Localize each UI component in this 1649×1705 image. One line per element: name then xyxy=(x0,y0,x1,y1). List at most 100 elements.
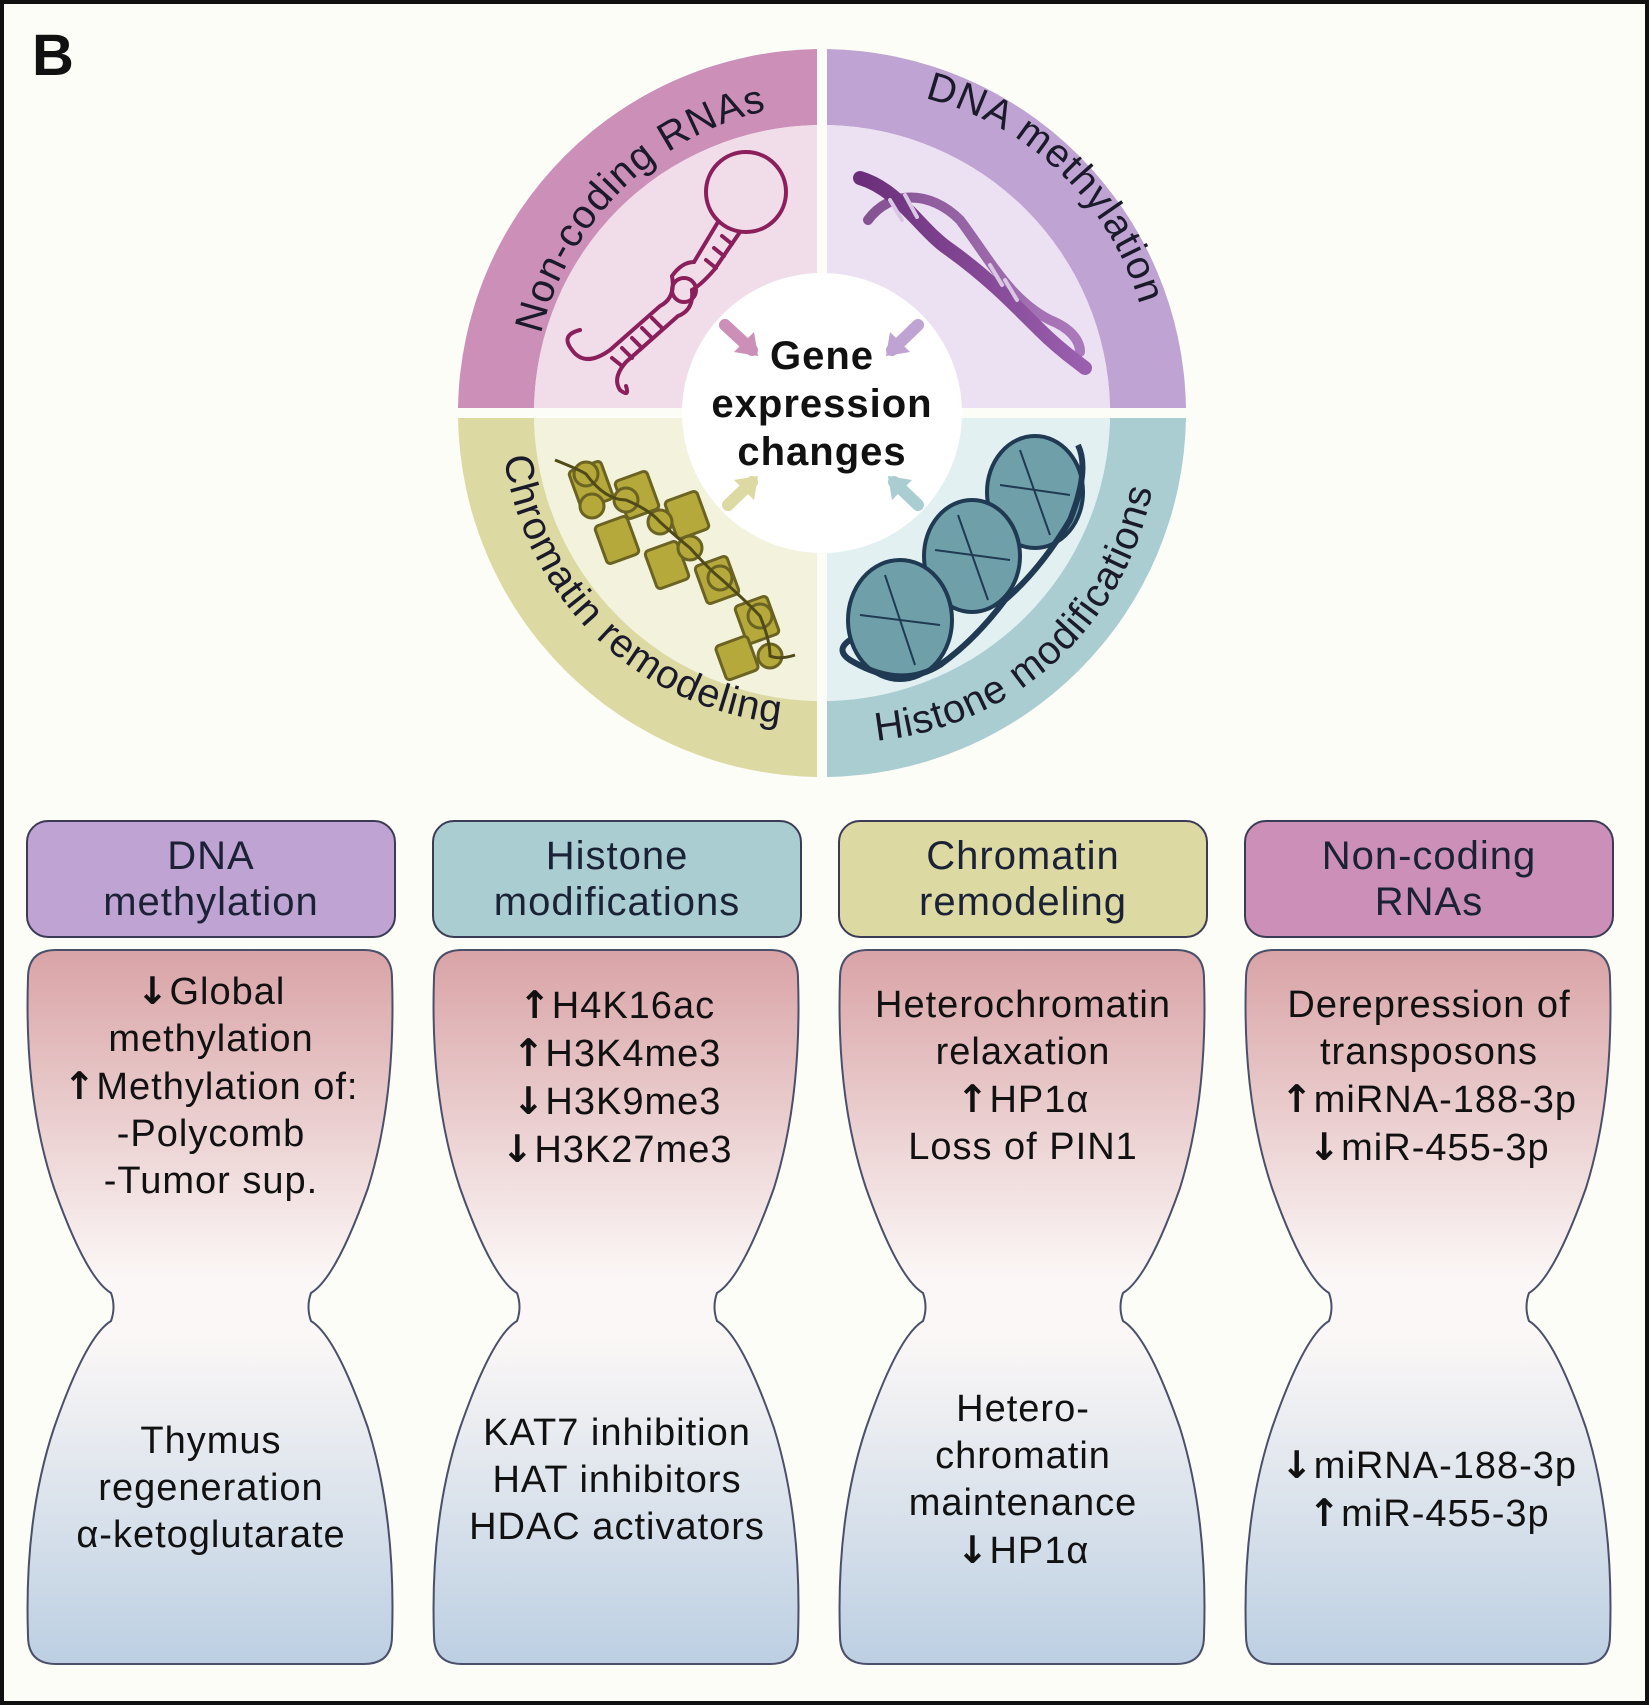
list-item-text: miR-455-3p xyxy=(1341,1127,1550,1169)
list-item-text: H3K27me3 xyxy=(534,1129,733,1171)
interventions-list: ↓miRNA-188-3p↑miR-455-3p xyxy=(1244,1442,1614,1538)
up-arrow-icon: ↑ xyxy=(1280,1077,1314,1121)
column-header-line: Histone xyxy=(545,834,689,878)
list-item: HAT inhibitors xyxy=(432,1457,802,1504)
list-item-text: HP1α xyxy=(989,1530,1090,1572)
ring-segment-dnameth xyxy=(827,49,1186,408)
chromatin-icon xyxy=(554,458,796,682)
list-item: ↓H3K27me3 xyxy=(432,1126,802,1174)
list-item-text: methylation xyxy=(108,1018,314,1060)
list-item: Loss of PIN1 xyxy=(838,1124,1208,1171)
column-header-line: remodeling xyxy=(919,880,1127,924)
list-item: ↓HP1α xyxy=(838,1527,1208,1575)
panel-label: B xyxy=(32,23,74,88)
list-item-text: H3K4me3 xyxy=(545,1033,722,1075)
list-item: ↓miRNA-188-3p xyxy=(1244,1442,1614,1490)
down-arrow-icon: ↓ xyxy=(512,1079,546,1123)
list-item-text: KAT7 inhibition xyxy=(483,1412,751,1454)
list-item: maintenance xyxy=(838,1480,1208,1527)
list-item: HDAC activators xyxy=(432,1504,802,1551)
column-header-line: RNAs xyxy=(1374,880,1484,924)
list-item-text: Hetero- xyxy=(956,1388,1090,1430)
epigenetic-wheel: Non-coding RNAs DNA methylation Chromati… xyxy=(458,49,1186,777)
list-item: ↑H3K4me3 xyxy=(432,1030,802,1078)
down-arrow-icon: ↓ xyxy=(1280,1443,1314,1487)
list-item-text: Thymus xyxy=(140,1420,282,1462)
list-item-text: regeneration xyxy=(98,1467,324,1509)
list-item: ↑miRNA-188-3p xyxy=(1244,1076,1614,1124)
ring-segment-noncoding xyxy=(458,49,817,408)
down-arrow-icon: ↓ xyxy=(956,1528,990,1572)
list-item-text: H3K9me3 xyxy=(545,1081,722,1123)
column-header-line: Chromatin xyxy=(926,834,1120,878)
ring-segment-chromatin xyxy=(458,418,817,777)
column-header-line: Non-coding xyxy=(1321,834,1537,878)
list-item: Hetero- xyxy=(838,1386,1208,1433)
list-item: ↑miR-455-3p xyxy=(1244,1490,1614,1538)
list-item: ↑H4K16ac xyxy=(432,982,802,1030)
up-arrow-icon: ↑ xyxy=(956,1077,990,1121)
up-arrow-icon: ↑ xyxy=(63,1064,97,1108)
list-item: transposons xyxy=(1244,1029,1614,1076)
list-item-text: Methylation of: xyxy=(96,1066,359,1108)
list-item-text: HDAC activators xyxy=(469,1506,765,1548)
rna-hairpin-icon xyxy=(565,150,788,396)
list-item-text: H4K16ac xyxy=(551,985,716,1027)
hourglass-shape xyxy=(432,949,800,1665)
list-item-text: HP1α xyxy=(989,1079,1090,1121)
list-item: chromatin xyxy=(838,1433,1208,1480)
down-arrow-icon: ↓ xyxy=(136,969,170,1013)
list-item-text: Derepression of xyxy=(1287,984,1571,1026)
list-item-text: miRNA-188-3p xyxy=(1313,1445,1578,1487)
list-item: ↓miR-455-3p xyxy=(1244,1124,1614,1172)
arrow-from-chromatin-icon xyxy=(722,476,758,511)
down-arrow-icon: ↓ xyxy=(1308,1125,1342,1169)
interventions-list: Thymus regeneration α-ketoglutarate xyxy=(26,1418,396,1559)
list-item: Derepression of xyxy=(1244,982,1614,1029)
list-item: -Polycomb xyxy=(26,1111,396,1158)
list-item: ↓Global xyxy=(26,968,396,1016)
column-header-line: methylation xyxy=(103,880,319,924)
list-item: regeneration xyxy=(26,1465,396,1512)
aging-changes-list: ↑H4K16ac↑H3K4me3↓H3K9me3↓H3K27me3 xyxy=(432,982,802,1174)
list-item-text: transposons xyxy=(1319,1031,1538,1073)
list-item: KAT7 inhibition xyxy=(432,1410,802,1457)
center-line: changes xyxy=(737,430,907,474)
list-item: ↓H3K9me3 xyxy=(432,1078,802,1126)
column-header-line: modifications xyxy=(493,880,741,924)
list-item-text: α-ketoglutarate xyxy=(76,1514,346,1556)
center-label: Gene expression changes xyxy=(682,332,962,476)
list-item-text: HAT inhibitors xyxy=(492,1459,742,1501)
list-item: methylation xyxy=(26,1016,396,1063)
down-arrow-icon: ↓ xyxy=(501,1127,535,1171)
hourglass-shape xyxy=(26,949,394,1665)
arrow-from-histone-icon xyxy=(888,476,924,511)
up-arrow-icon: ↑ xyxy=(518,983,552,1027)
list-item: ↑Methylation of: xyxy=(26,1063,396,1111)
list-item-text: miR-455-3p xyxy=(1341,1493,1550,1535)
aging-changes-list: Derepression of transposons↑miRNA-188-3p↓… xyxy=(1244,982,1614,1172)
list-item-text: Heterochromatin xyxy=(875,984,1171,1026)
list-item: Thymus xyxy=(26,1418,396,1465)
ring-segment-histone xyxy=(827,418,1186,777)
list-item-text: maintenance xyxy=(908,1482,1138,1524)
list-item-text: miRNA-188-3p xyxy=(1313,1079,1578,1121)
center-line: Gene xyxy=(769,334,875,378)
up-arrow-icon: ↑ xyxy=(1308,1491,1342,1535)
column-header-line: DNA xyxy=(167,834,255,878)
list-item-text: Global xyxy=(169,971,286,1013)
list-item: Heterochromatin xyxy=(838,982,1208,1029)
list-item: ↑HP1α xyxy=(838,1076,1208,1124)
list-item: relaxation xyxy=(838,1029,1208,1076)
list-item-text: -Polycomb xyxy=(116,1113,306,1155)
list-item-text: Loss of PIN1 xyxy=(908,1126,1138,1168)
arrow-from-dnameth-icon xyxy=(886,319,924,356)
